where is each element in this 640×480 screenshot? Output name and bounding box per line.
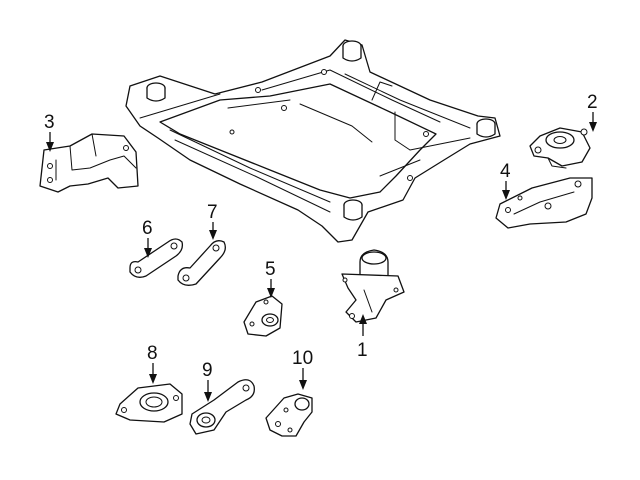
callout-4-arrow bbox=[502, 190, 510, 200]
callout-5-label: 5 bbox=[265, 259, 276, 280]
callout-2-label: 2 bbox=[587, 92, 598, 113]
callout-2-arrow bbox=[589, 122, 597, 132]
part-3-bracket bbox=[39, 133, 139, 193]
callout-9-label: 9 bbox=[202, 360, 213, 381]
callout-7-arrow bbox=[209, 230, 217, 240]
callout-10: 10 bbox=[292, 348, 313, 390]
part-4-bracket bbox=[495, 177, 593, 229]
callout-6-label: 6 bbox=[142, 218, 153, 239]
callout-5-arrow bbox=[267, 288, 275, 298]
part-1-engine-mount bbox=[341, 249, 405, 323]
part-7-link bbox=[177, 240, 226, 286]
callout-1-arrow bbox=[359, 314, 367, 324]
subframe-bushing-front-left bbox=[343, 199, 363, 221]
part-6-link bbox=[129, 238, 184, 278]
subframe-bushing-front-right bbox=[476, 118, 496, 138]
subframe-bushing-rear-right bbox=[342, 40, 362, 62]
callout-5: 5 bbox=[265, 259, 276, 298]
callout-8-arrow bbox=[149, 374, 157, 384]
part-5-mount bbox=[243, 295, 283, 337]
callout-2: 2 bbox=[587, 92, 598, 132]
part-10-bracket bbox=[265, 393, 313, 437]
part-9-torque-rod bbox=[189, 379, 255, 435]
callout-4-label: 4 bbox=[500, 161, 511, 182]
callout-7-label: 7 bbox=[207, 202, 218, 223]
callout-8-label: 8 bbox=[147, 343, 158, 364]
callout-1: 1 bbox=[357, 314, 368, 361]
callout-1-label: 1 bbox=[357, 340, 368, 361]
callout-7: 7 bbox=[207, 202, 218, 240]
callout-9: 9 bbox=[202, 360, 213, 402]
subframe bbox=[125, 39, 501, 243]
callout-6-arrow bbox=[144, 248, 152, 258]
callout-6: 6 bbox=[142, 218, 153, 258]
callout-10-label: 10 bbox=[292, 348, 313, 369]
subframe-bushing-rear-left bbox=[146, 82, 166, 102]
part-2-mount bbox=[529, 127, 591, 169]
part-8-mount bbox=[115, 383, 183, 423]
callout-10-arrow bbox=[299, 380, 307, 390]
callout-3: 3 bbox=[44, 112, 55, 152]
callout-3-label: 3 bbox=[44, 112, 55, 133]
callout-3-arrow bbox=[46, 142, 54, 152]
callout-8: 8 bbox=[147, 343, 158, 384]
callout-9-arrow bbox=[204, 392, 212, 402]
callout-4: 4 bbox=[500, 161, 511, 200]
